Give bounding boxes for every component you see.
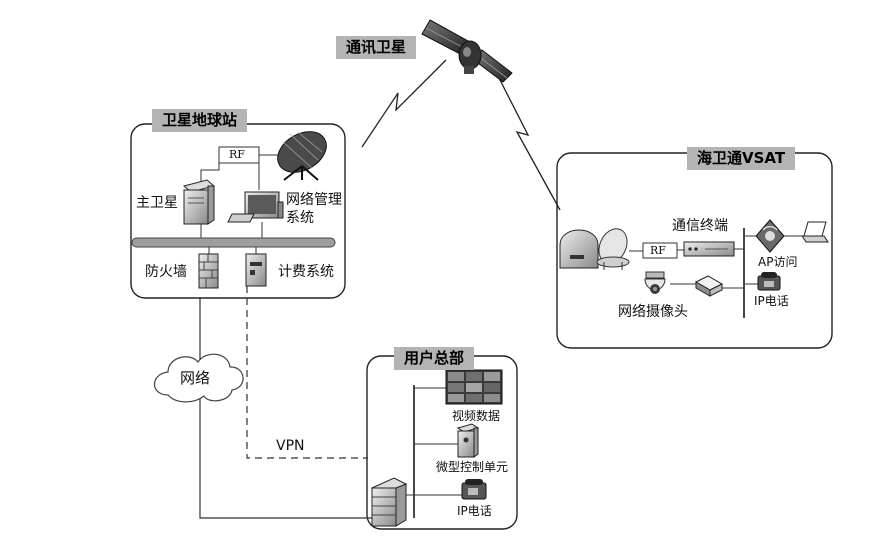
ground-station-title: 卫星地球站: [152, 109, 248, 132]
satellite-link-to-vsat: [497, 75, 561, 211]
vsat-rf-label: RF: [650, 244, 666, 257]
firewall-label: 防火墙: [145, 264, 187, 280]
ground-backbone-bus: [131, 237, 336, 248]
network-mgmt-label-1: 网络管理: [286, 192, 342, 208]
hq-ip-phone-label: IP电话: [457, 504, 492, 518]
hq-firewall-icon: [370, 477, 408, 527]
main-satellite-label: 主卫星: [136, 195, 178, 211]
laptop-icon: [801, 221, 829, 243]
comm-terminal-label: 通信终端: [672, 218, 728, 234]
network-camera-icon: [644, 271, 666, 294]
video-wall-icon: [445, 369, 503, 405]
network-switch-icon: [694, 275, 724, 297]
ground-rf-label: RF: [229, 148, 245, 161]
vsat-title: 海卫通VSAT: [687, 147, 796, 170]
billing-server-icon: [245, 253, 267, 287]
micro-control-label: 微型控制单元: [436, 460, 509, 474]
ip-phone-icon-vsat: [757, 272, 781, 291]
vsat-radome-icon: [559, 229, 599, 269]
network-mgmt-label-2: 系统: [286, 210, 314, 226]
satellite-label: 通讯卫星: [336, 36, 417, 59]
satellite-dish-icon: [277, 131, 327, 181]
wireless-ap-icon: [755, 219, 785, 253]
network-cloud-icon: [153, 353, 244, 403]
rf-wiring-ground: [200, 163, 220, 186]
network-cloud-label: 网络: [180, 369, 211, 387]
ap-access-label: AP访问: [758, 255, 798, 269]
hq-title: 用户总部: [394, 347, 475, 370]
vpn-link: [246, 286, 368, 459]
video-data-label: 视频数据: [452, 409, 501, 423]
vpn-label: VPN: [276, 438, 305, 454]
micro-control-unit-icon: [456, 423, 480, 458]
network-mgmt-computer-icon: [227, 191, 284, 223]
vsat-dish-icon: [596, 228, 630, 270]
satellite-link-to-ground: [361, 59, 447, 148]
ip-phone-icon-hq: [461, 479, 487, 500]
main-satellite-server-icon: [182, 179, 216, 225]
comm-terminal-icon: [683, 241, 735, 257]
firewall-icon-ground: [198, 253, 219, 289]
camera-label: 网络摄像头: [618, 304, 688, 320]
vsat-ip-phone-label: IP电话: [754, 294, 789, 308]
satellite-icon: [421, 19, 513, 83]
billing-label: 计费系统: [278, 264, 334, 280]
internet-link: [199, 298, 386, 519]
